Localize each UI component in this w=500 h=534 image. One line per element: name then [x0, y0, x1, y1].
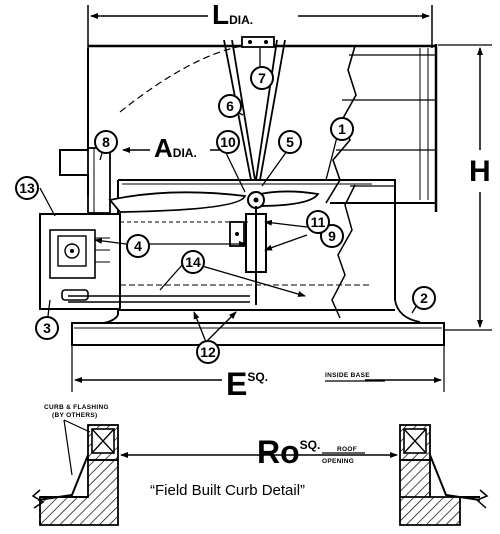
callout-14: 14	[181, 250, 205, 274]
dimension-l-main: L	[212, 0, 230, 30]
l-dimension-line	[87, 5, 433, 48]
h-dimension-line	[438, 44, 492, 331]
dimension-l-label: LDIA.	[212, 1, 253, 29]
dimension-ro-sup: SQ.	[299, 438, 321, 452]
dimension-e-note: INSIDE BASE	[325, 372, 370, 379]
callout-5: 5	[278, 130, 302, 154]
callout-12: 12	[196, 340, 220, 364]
shaft-bearings	[229, 206, 267, 305]
curb-detail	[31, 419, 489, 526]
callout-2: 2	[412, 286, 436, 310]
curb-note-line1: CURB & FLASHING	[44, 404, 109, 411]
dimension-ro-sub-bottom: OPENING	[322, 458, 355, 465]
curb-caption: “Field Built Curb Detail”	[150, 482, 306, 499]
callout-3: 3	[35, 316, 59, 340]
callout-11: 11	[306, 210, 330, 234]
dimension-e-sup: SQ.	[247, 370, 269, 384]
dimension-a-main: A	[154, 133, 173, 163]
dimension-ro-main: Ro	[257, 434, 300, 470]
belt-drive	[61, 289, 395, 311]
dimension-l-sub: DIA.	[229, 13, 254, 27]
callout-7: 7	[250, 66, 274, 90]
e-dimension-line	[71, 345, 445, 392]
fan-hood	[59, 44, 438, 212]
dimension-ro-sub-top: ROOF	[337, 446, 357, 453]
callout-13: 13	[15, 176, 39, 200]
fan-blade	[108, 190, 320, 213]
callout-leaders	[39, 48, 421, 343]
callout-4: 4	[126, 234, 150, 258]
windband	[87, 147, 111, 214]
fan-base	[71, 299, 445, 346]
curb-note-line2: (BY OTHERS)	[52, 412, 98, 419]
callout-10: 10	[216, 130, 240, 154]
callout-8: 8	[94, 130, 118, 154]
callout-1: 1	[330, 117, 354, 141]
dimension-a-sub: DIA.	[172, 146, 197, 160]
dimension-h-label: H	[469, 155, 491, 188]
dimension-e-label: ESQ.	[226, 368, 268, 400]
dimension-ro-label: RoSQ.	[257, 436, 320, 468]
motor-housing	[39, 213, 370, 310]
dimension-a-label: ADIA.	[154, 135, 197, 161]
callout-9: 9	[320, 224, 344, 248]
callout-6: 6	[218, 94, 242, 118]
dimension-e-main: E	[226, 366, 248, 402]
